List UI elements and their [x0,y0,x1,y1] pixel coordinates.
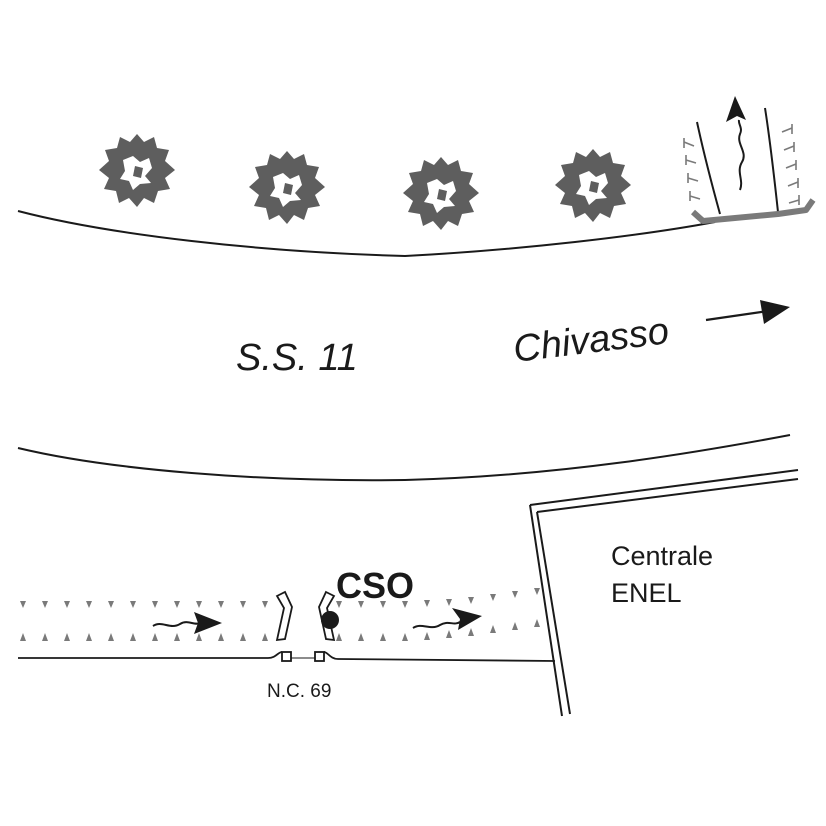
culvert [18,590,556,662]
direction-label: Chivasso [511,310,671,371]
plant-boundary [529,469,799,717]
tree-icon [555,149,631,222]
headwall-west [275,590,293,642]
plant-label-line1: Centrale [611,541,713,571]
branch-flow-line [737,119,745,191]
headwall-east [318,590,336,642]
plant-label-line2: ENEL [611,578,682,608]
arrow-up-icon [726,96,746,122]
road-name: S.S. 11 [236,337,358,379]
direction-arrow-icon [705,300,790,324]
flow-line-west [152,621,201,627]
culvert-post-west [281,651,292,662]
main-canal [20,588,540,641]
arrow-right-icon [452,608,482,630]
tree-row [99,134,631,230]
road-edge-north [17,210,716,258]
cso-point [321,611,339,629]
road-edge-south [17,434,791,482]
branch-canal-bank-west [696,121,721,215]
branch-canal [683,96,816,224]
tree-icon [249,151,325,224]
branch-canal-bank-east [764,107,779,213]
culvert-post-east [314,651,325,662]
branch-bank-marks [683,124,800,205]
flow-line-east [412,621,461,629]
arrow-right-icon [194,612,222,634]
cso-label: CSO [336,565,414,606]
tree-icon [99,134,175,207]
culvert-label: N.C. 69 [267,681,331,702]
tree-icon [403,157,479,230]
branch-bridge [690,198,816,224]
canal-bank-marks-west [20,601,268,641]
